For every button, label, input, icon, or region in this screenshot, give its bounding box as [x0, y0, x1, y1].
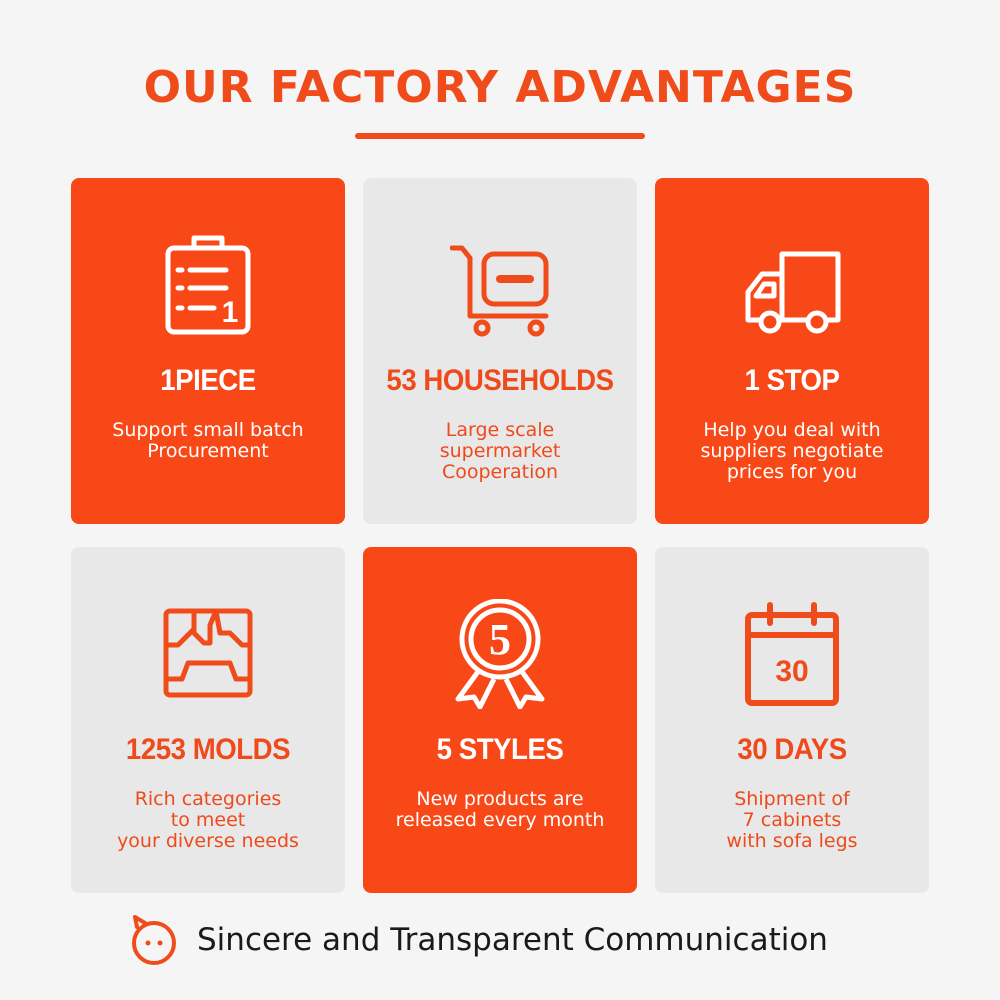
card-description: Help you deal with suppliers negotiate p…	[700, 419, 884, 483]
title-underline	[355, 133, 645, 139]
card-description: Large scale supermarket Cooperation	[439, 419, 561, 483]
advantage-card-1-stop: 1 STOP Help you deal with suppliers nego…	[655, 178, 929, 524]
advantage-card-1piece: 1 1PIECE Support small batch Procurement	[71, 178, 345, 524]
calendar-30-icon: 30	[742, 599, 842, 709]
card-description: Support small batch Procurement	[112, 419, 304, 462]
mold-box-icon	[158, 599, 258, 709]
card-heading: 1 STOP	[744, 364, 840, 397]
footer: Sincere and Transparent Communication	[127, 912, 828, 968]
card-heading: 53 HOUSEHOLDS	[386, 364, 614, 397]
card-heading: 30 DAYS	[737, 733, 847, 766]
calendar-number: 30	[775, 655, 808, 688]
advantage-card-30-days: 30 30 DAYS Shipment of 7 cabinets with s…	[655, 547, 929, 893]
card-description: New products are released every month	[395, 788, 605, 831]
advantage-card-1253-molds: 1253 MOLDS Rich categories to meet your …	[71, 547, 345, 893]
clipboard-list-icon: 1	[158, 230, 258, 340]
card-description: Rich categories to meet your diverse nee…	[117, 788, 299, 852]
award-number: 5	[489, 615, 511, 664]
advantage-card-53-households: 53 HOUSEHOLDS Large scale supermarket Co…	[363, 178, 637, 524]
delivery-truck-icon	[742, 230, 842, 340]
card-heading: 5 STYLES	[436, 733, 564, 766]
card-description: Shipment of 7 cabinets with sofa legs	[726, 788, 858, 852]
footer-text: Sincere and Transparent Communication	[197, 922, 828, 958]
page-title: OUR FACTORY ADVANTAGES	[143, 62, 857, 113]
clipboard-number: 1	[222, 296, 239, 329]
award-ribbon-5-icon: 5	[450, 599, 550, 709]
shopping-cart-icon	[450, 230, 550, 340]
card-heading: 1253 MOLDS	[125, 733, 291, 766]
mascot-face-icon	[127, 913, 181, 967]
card-heading: 1PIECE	[160, 364, 256, 397]
advantage-card-5-styles: 5 5 STYLES New products are released eve…	[363, 547, 637, 893]
